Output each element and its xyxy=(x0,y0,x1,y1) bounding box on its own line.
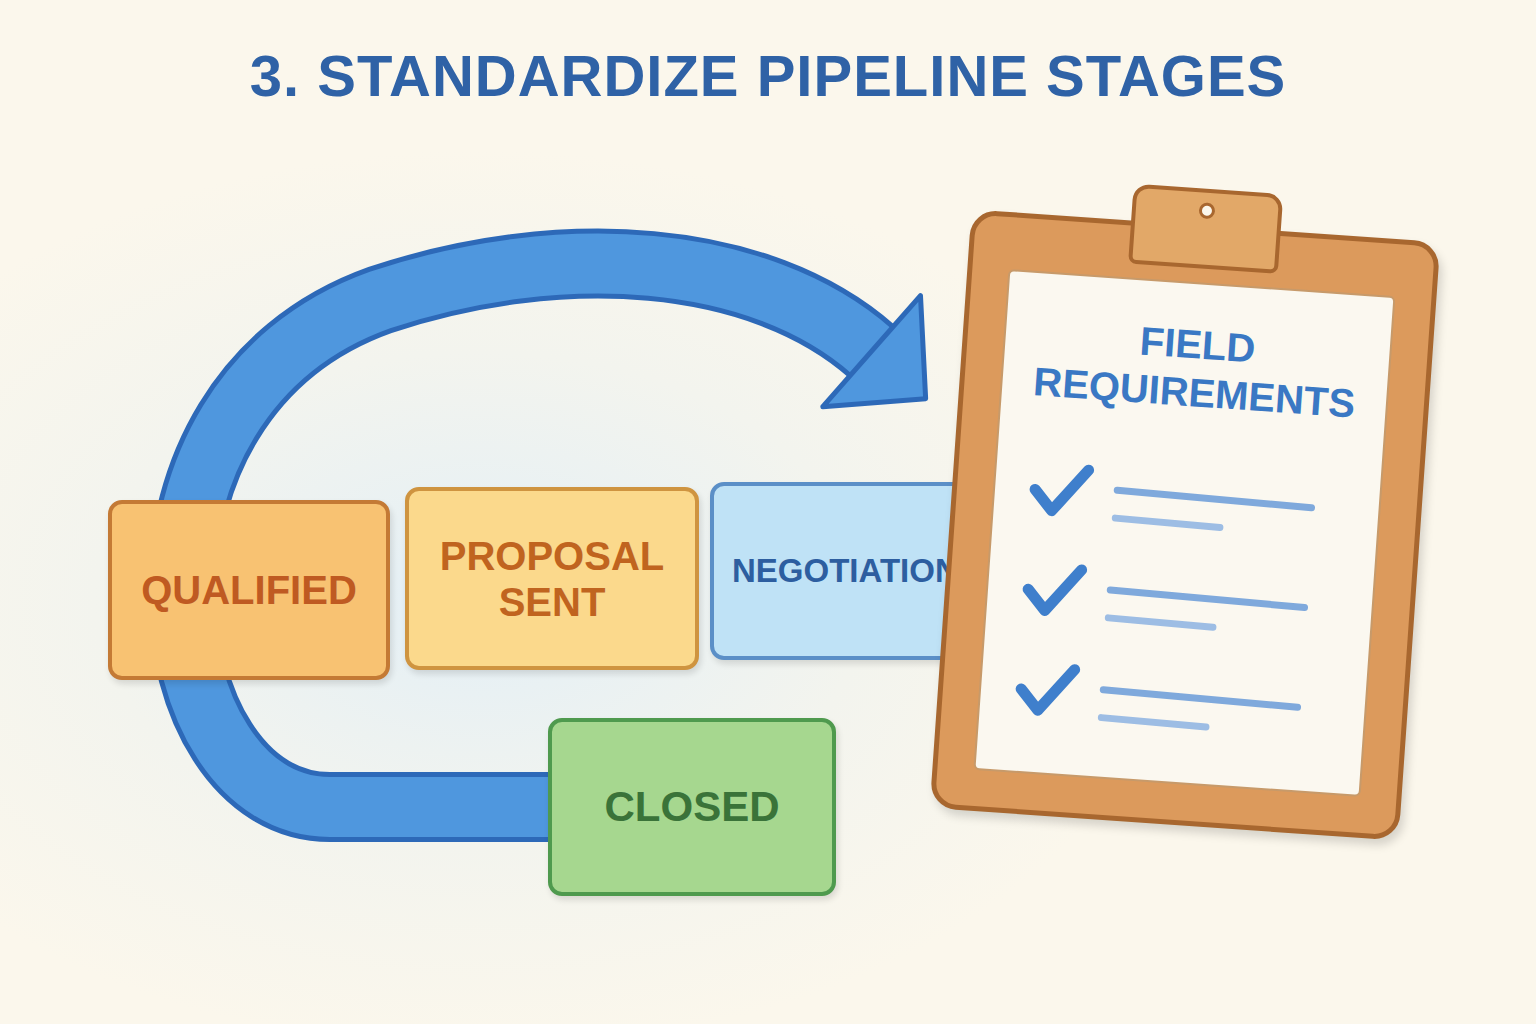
checklist-icon xyxy=(934,215,1445,846)
stage-label: QUALIFIED xyxy=(141,567,357,613)
stage-label: CLOSED xyxy=(604,783,779,831)
diagram-title: 3. STANDARDIZE PIPELINE STAGES xyxy=(0,42,1536,109)
clipboard-clamp xyxy=(1128,184,1283,274)
stage-label: PROPOSAL SENT xyxy=(427,533,677,625)
clipboard: FIELD REQUIREMENTS xyxy=(930,209,1441,840)
stage-box: CLOSED xyxy=(548,718,836,896)
stage-box: QUALIFIED xyxy=(108,500,390,680)
stage-box: PROPOSAL SENT xyxy=(405,487,699,670)
stage-label: NEGOTIATION xyxy=(732,552,959,590)
stage-box: NEGOTIATION xyxy=(710,482,981,660)
